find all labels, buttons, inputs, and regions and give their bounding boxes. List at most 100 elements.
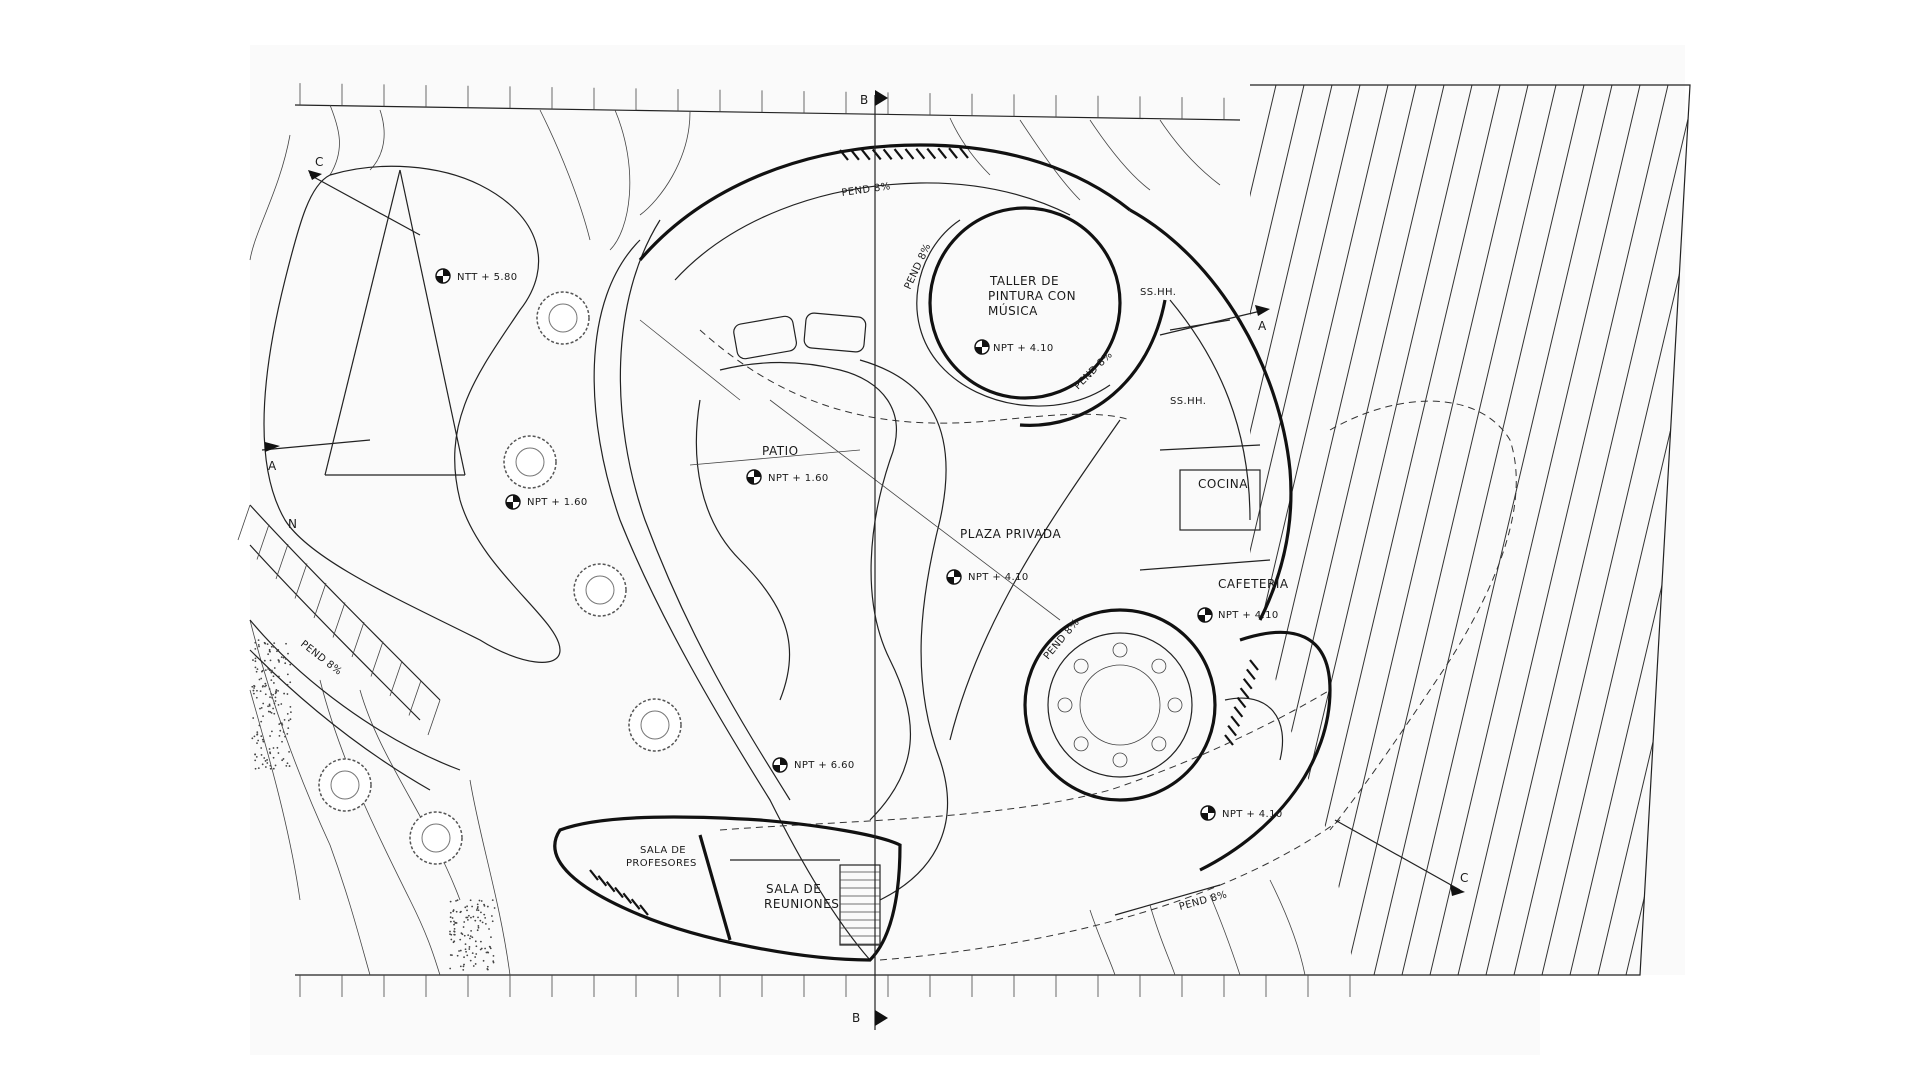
hatch-line xyxy=(1597,85,1690,975)
hatch-line xyxy=(1457,85,1669,975)
cafe-chair xyxy=(1112,642,1128,658)
services-inner-wall xyxy=(1169,299,1251,521)
hatch-line xyxy=(1485,85,1690,975)
cocina-room xyxy=(1179,469,1261,531)
hatch-line xyxy=(1850,85,1920,975)
stipple-dot xyxy=(268,748,271,750)
stipple-dot xyxy=(260,735,263,738)
stipple-dot xyxy=(289,681,292,684)
stipple-dot xyxy=(277,703,280,706)
level-mark-park xyxy=(505,494,521,510)
wall-hatch-mark xyxy=(589,869,599,881)
stipple-dot xyxy=(289,663,292,666)
stipple-dot xyxy=(490,915,493,917)
stipple-dot xyxy=(272,675,275,678)
stipple-dot xyxy=(476,907,479,910)
stipple-dot xyxy=(492,955,495,957)
stipple-dot xyxy=(459,965,462,968)
stipple-dot xyxy=(491,920,494,923)
stipple-dot xyxy=(449,900,452,903)
stipple-dot xyxy=(270,671,273,674)
stipple-dot xyxy=(264,685,266,688)
wall-hatch-mark xyxy=(614,886,624,899)
stipple-dot xyxy=(288,750,290,753)
tree-canopy xyxy=(503,435,557,489)
stipple-dot xyxy=(463,921,466,923)
stipple-dot xyxy=(272,767,275,770)
taller-ramp-outer xyxy=(916,219,1111,407)
sala-profesores-1: SALA DE xyxy=(640,845,686,856)
stipple-dot xyxy=(465,916,468,919)
stipple-dot xyxy=(492,961,495,964)
terrain-contours xyxy=(249,104,1306,976)
stipple-dot xyxy=(258,678,261,681)
stipple-dot xyxy=(255,755,258,758)
wall-hatch-mark xyxy=(926,147,937,160)
cocina-label: COCINA xyxy=(1198,477,1248,491)
stipple-dot xyxy=(260,754,263,756)
stipple-dot xyxy=(453,920,455,923)
stipple-dot xyxy=(290,711,292,714)
stipple-dot xyxy=(471,936,474,939)
stipple-dot xyxy=(261,763,264,766)
office-wall-hatch xyxy=(589,869,649,916)
stipple-dot xyxy=(461,933,464,936)
upper-corridor-inner xyxy=(674,182,1071,281)
tree-inner xyxy=(585,575,615,605)
stipple-dot xyxy=(468,948,471,950)
cafe-circle-outer xyxy=(1023,608,1217,802)
stipple-dot xyxy=(272,707,274,710)
stipple-dot xyxy=(479,940,482,943)
stipple-dot xyxy=(254,641,257,644)
stair-tread xyxy=(389,660,403,697)
wall-hatch-mark xyxy=(948,147,958,159)
tree-icon xyxy=(628,698,682,752)
stipple-dot xyxy=(488,928,490,930)
services-divider-2 xyxy=(1159,444,1261,451)
stipple-dot xyxy=(453,927,456,930)
stipple-dot xyxy=(281,759,284,762)
taller-ramp-outer-2 xyxy=(1019,299,1167,427)
cafe-table-ring xyxy=(1079,664,1161,746)
stipple-dot xyxy=(258,724,261,727)
tree-canopy xyxy=(409,811,463,865)
stipple-dot xyxy=(253,692,255,695)
bottom-ramp-line xyxy=(1114,884,1221,916)
cafe-chairs xyxy=(1057,642,1183,768)
stipple-dot xyxy=(273,642,276,645)
stipple-dot xyxy=(486,951,489,954)
stipple-dot xyxy=(268,703,271,706)
hatch-line xyxy=(1373,85,1585,975)
hatch-line xyxy=(1822,85,1920,975)
stipple-dot xyxy=(264,693,267,696)
stipple-dot xyxy=(491,899,494,902)
taller-label-1: TALLER DE xyxy=(989,274,1059,288)
hatch-line xyxy=(1794,85,1920,975)
stipple-dot xyxy=(266,762,269,764)
stipple-dot xyxy=(283,718,286,721)
level-mark-660 xyxy=(772,757,788,773)
sala-reuniones-2: REUNIONES xyxy=(764,897,839,911)
stipple-dot xyxy=(462,969,465,971)
section-label-c-bottom: C xyxy=(1460,871,1469,885)
stipple-dot xyxy=(466,954,469,957)
stipple-dot xyxy=(467,914,470,917)
services-divider-3 xyxy=(1139,559,1271,571)
stipple-dot xyxy=(278,723,281,725)
upper-wall-hatch xyxy=(839,147,969,161)
stipple-dot xyxy=(287,652,289,655)
stipple-dot xyxy=(469,935,472,938)
stipple-dot xyxy=(477,925,480,927)
stipple-dot xyxy=(273,667,276,669)
hatch-line xyxy=(1401,85,1613,975)
hatch-line xyxy=(1681,85,1690,975)
stipple-dot xyxy=(484,922,487,925)
sshh-label-1: SS.HH. xyxy=(1140,287,1176,298)
stipple-dot xyxy=(277,689,279,692)
level-label-660: NPT + 6.60 xyxy=(794,760,855,771)
level-label-cafe: NPT + 4.10 xyxy=(1218,610,1279,621)
stipple-dot xyxy=(260,706,263,709)
stipple-dot xyxy=(279,729,282,732)
level-label-plaza: NPT + 4.10 xyxy=(968,572,1029,583)
stipple-dot xyxy=(474,963,477,965)
